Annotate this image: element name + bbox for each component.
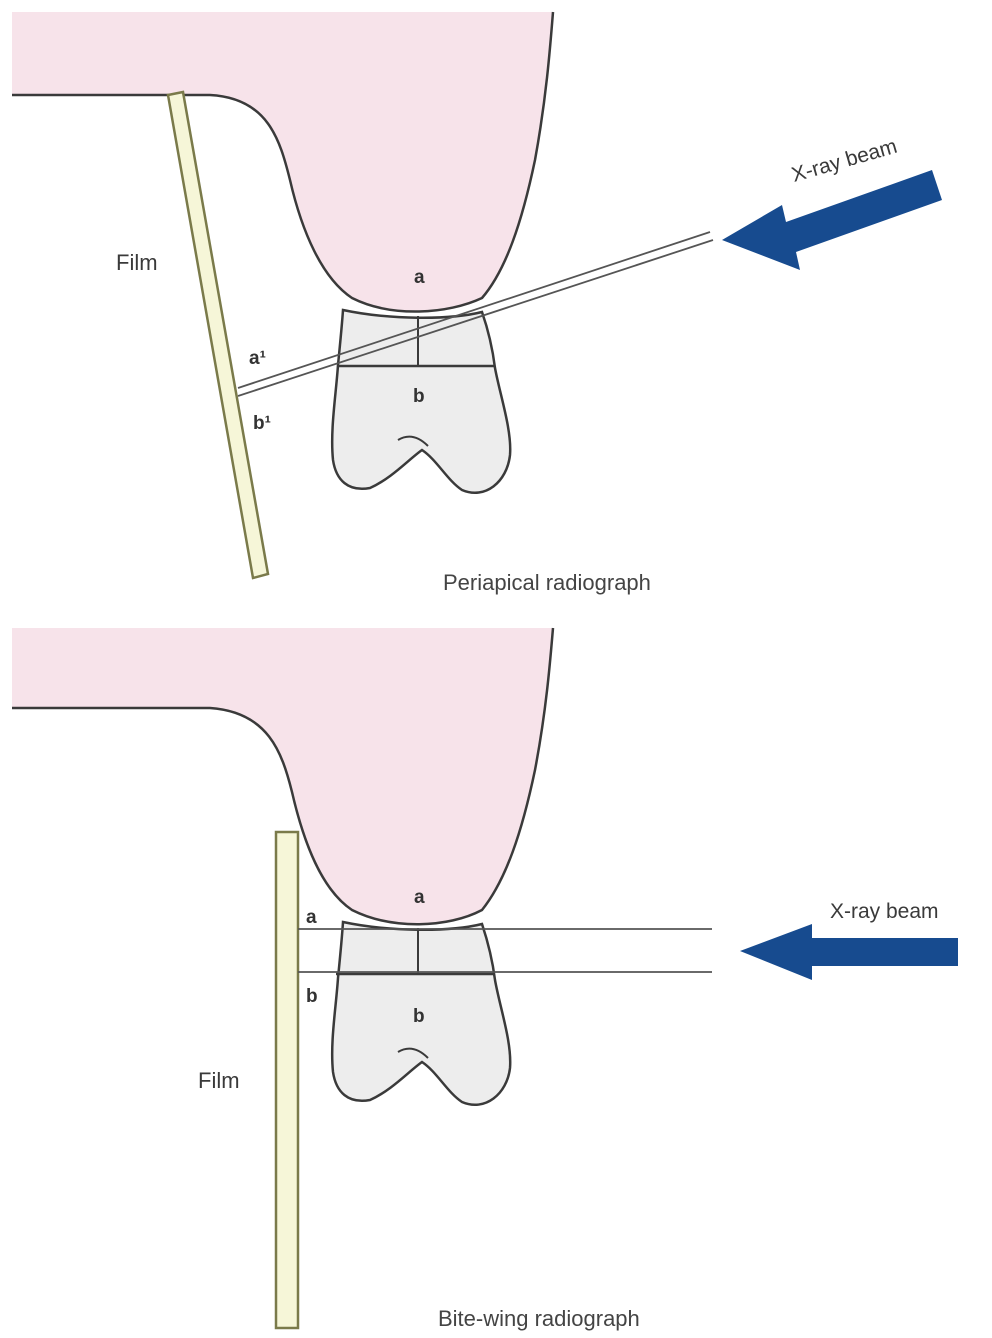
arrow-left-icon: [722, 170, 942, 270]
periapical-panel: Film X-ray beam a b a¹ b¹ Periapical rad…: [12, 12, 942, 595]
crown-image-label: a: [306, 907, 317, 928]
crown-point-label: a: [414, 267, 425, 288]
root-image-label: b¹: [253, 413, 271, 434]
film-label: Film: [198, 1068, 240, 1093]
caption-bitewing: Bite-wing radiograph: [438, 1306, 640, 1331]
film-label: Film: [116, 250, 158, 275]
film-bitewing: [276, 832, 298, 1328]
arrow-left-icon: [740, 924, 958, 980]
soft-tissue: [12, 12, 553, 312]
root-image-label: b: [306, 986, 318, 1007]
caption-periapical: Periapical radiograph: [443, 570, 651, 595]
bitewing-panel: Film X-ray beam a b a b Bite-wing radiog…: [12, 628, 958, 1331]
root-point-label: b: [413, 1006, 425, 1027]
root-point-label: b: [413, 386, 425, 407]
beam-label: X-ray beam: [830, 900, 939, 923]
crown-point-label: a: [414, 887, 425, 908]
crown-image-label: a¹: [249, 348, 266, 369]
beam-label: X-ray beam: [789, 135, 900, 187]
film-periapical: [168, 92, 268, 578]
